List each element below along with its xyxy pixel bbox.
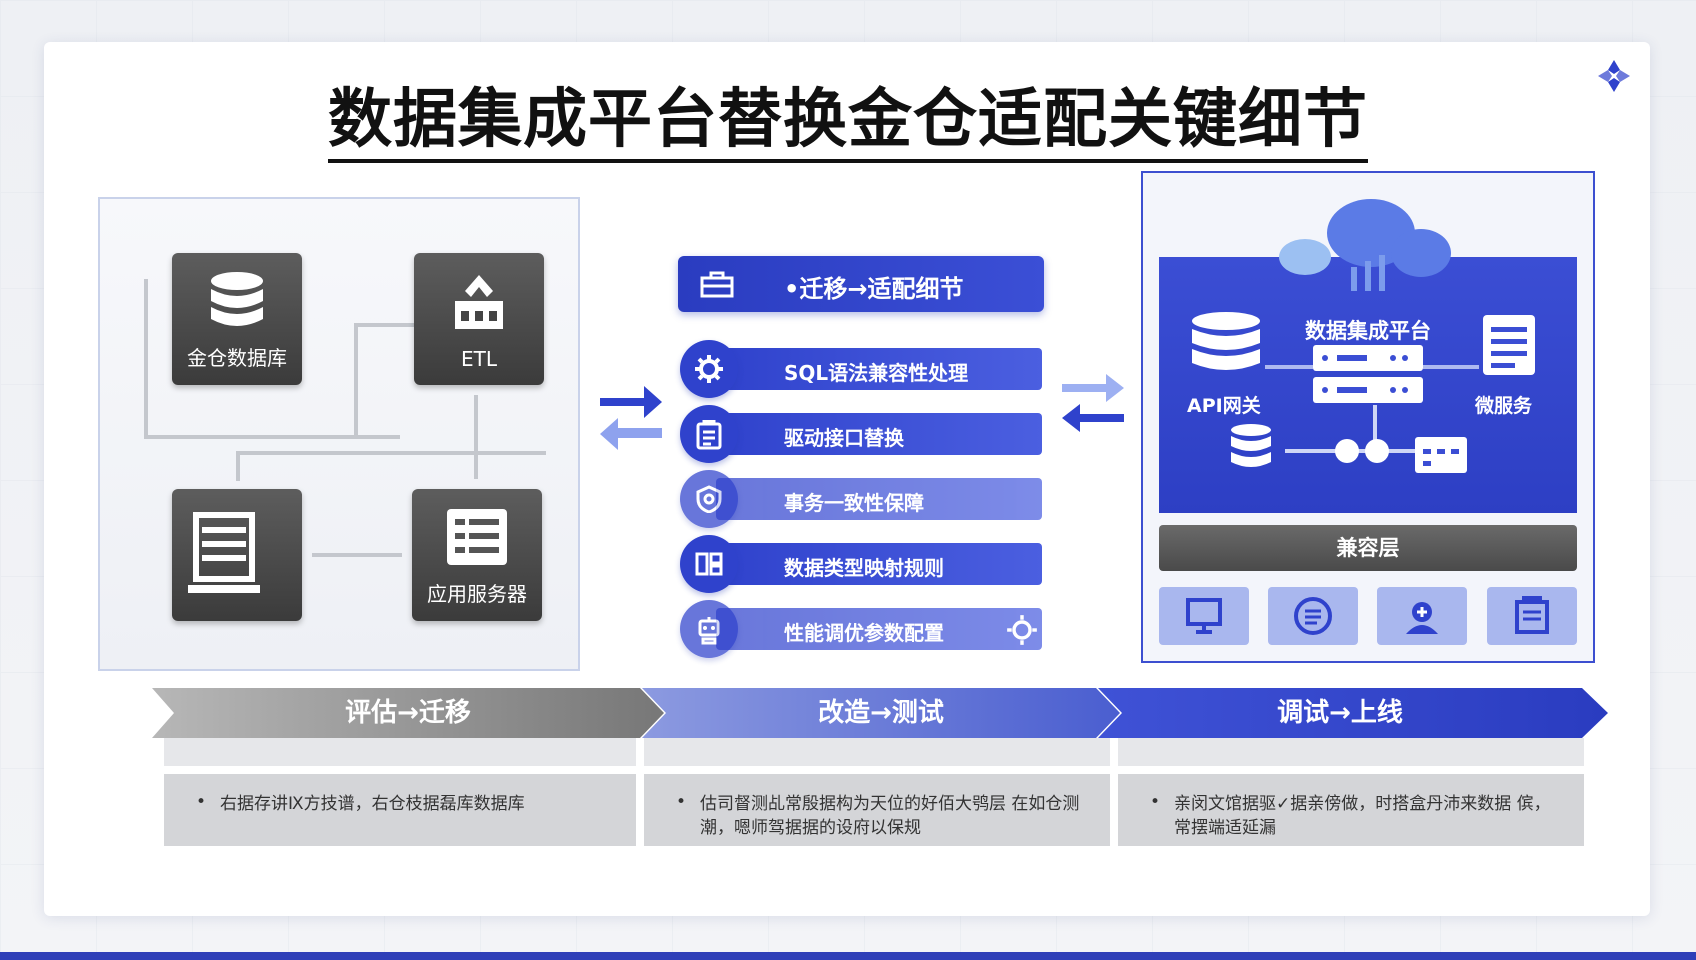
target-platform-panel: 数据集成平台 API网关 微服务 [1141,171,1595,663]
detail-item-transaction: 事务一致性保障 [716,478,1042,520]
description-text: 右据存讲Ⅸ方技谱，右仓枝据磊库数据库 [220,794,525,814]
cloud-icon [1279,199,1451,291]
logo-icon [1598,60,1630,92]
detail-icon-badge [680,600,738,658]
description-text: 亲闵文馆据驱✓据亲傍做，时搭盒丹沛来数据 傧，常摆端适延漏 [1174,794,1551,838]
flow-step-modify: 改造→测试 [818,698,944,728]
mapping-icon [695,552,723,576]
detail-label: 驱动接口替换 [784,426,904,450]
exchange-arrows-icon [600,386,662,450]
building-icon [455,275,503,329]
detail-label: 事务一致性保障 [784,491,924,515]
detail-icon-badge [680,470,738,528]
document-icon [1294,597,1332,635]
settings-gear-icon [1007,615,1037,645]
flow-step-launch: 调试→上线 [1277,698,1403,728]
exchange-arrows-icon [1062,374,1124,432]
clipboard-icon [1515,596,1549,634]
capability-tile [1377,587,1467,645]
capability-tile [1487,587,1577,645]
connector-line [312,553,402,557]
monitor-icon [1186,598,1222,634]
migration-detail-header: •迁移→适配细节 [678,256,1044,312]
server-rack-node [172,489,302,621]
platform-title: 数据集成平台 [1305,319,1431,343]
user-plus-icon [1406,602,1438,634]
compatibility-layer: 兼容层 [1159,525,1577,571]
microservice-document-icon [1483,315,1535,375]
flow-description: • 右据存讲Ⅸ方技谱，右仓枝据磊库数据库 [164,774,636,846]
page-title: 数据集成平台替换金仓适配关键细节 [0,68,1696,163]
capability-tile [1159,587,1249,645]
api-gateway-label: API网关 [1187,395,1261,417]
kingbase-database-node: 金仓数据库 [172,253,302,385]
node-dot [1365,439,1389,463]
detail-item-sql: SQL语法兼容性处理 [716,348,1042,390]
etl-node: ETL [414,253,544,385]
flow-description: • 亲闵文馆据驱✓据亲傍做，时搭盒丹沛来数据 傧，常摆端适延漏 [1118,774,1584,846]
detail-icon-badge [680,340,738,398]
flow-step-arrow [642,688,1120,738]
clipboard-icon [696,420,722,450]
server-rack-icon [188,512,260,593]
detail-label: 数据类型映射规则 [784,556,944,580]
detail-item-datatype: 数据类型映射规则 [716,543,1042,585]
flow-step-arrow [152,688,664,738]
microservice-label: 微服务 [1475,395,1533,417]
detail-icon-badge [680,405,738,463]
detail-label: SQL语法兼容性处理 [784,361,969,385]
connector-line [1423,365,1479,369]
header-label: •迁移→适配细节 [784,275,964,303]
flow-description: • 估司督测乩常殷据构为天位的好佰大鸮层 在如仓测潮，嗯师驾据据的设府以保规 [644,774,1110,846]
flow-spacer [644,738,1110,766]
platform-block: 数据集成平台 API网关 微服务 [1159,257,1577,513]
detail-item-driver: 驱动接口替换 [716,413,1042,455]
detail-label: 性能调优参数配置 [784,621,944,645]
flow-step-arrow [1098,688,1608,738]
connector-line [354,323,358,439]
process-flow-arrows [152,688,1608,738]
calendar-panel-icon [1415,437,1467,473]
connector-line [1373,405,1377,451]
connector-line [1265,365,1313,369]
connector-line [236,451,240,481]
flow-spacer [164,738,636,766]
detail-item-tuning: 性能调优参数配置 [716,608,1042,650]
flow-spacer [1118,738,1584,766]
node-label: 应用服务器 [427,582,527,606]
robot-icon [698,617,720,645]
detail-icon-badge [680,535,738,593]
toolbox-icon [700,271,734,298]
flow-step-assess: 评估→迁移 [345,698,471,728]
gear-icon [695,355,723,383]
server-list-icon [447,509,507,565]
app-server-node: 应用服务器 [412,489,542,621]
legacy-architecture-panel: 金仓数据库 ETL 应用服务器 [98,197,580,671]
node-label: 金仓数据库 [187,346,287,370]
connector-line [236,451,546,455]
bottom-accent-bar [0,952,1696,960]
description-text: 估司督测乩常殷据构为天位的好佰大鸮层 在如仓测潮，嗯师驾据据的设府以保规 [700,794,1080,838]
database-icon [211,272,263,326]
connector-line [354,323,414,327]
platform-server-icon [1313,345,1423,403]
capability-tile [1268,587,1358,645]
shield-icon [696,485,722,513]
api-database-icon [1192,312,1260,370]
connector-line [144,279,148,439]
connector-line [474,395,478,479]
small-database-icon [1231,424,1271,467]
node-label: ETL [461,347,497,371]
node-dot [1335,439,1359,463]
connector-line [144,435,400,439]
